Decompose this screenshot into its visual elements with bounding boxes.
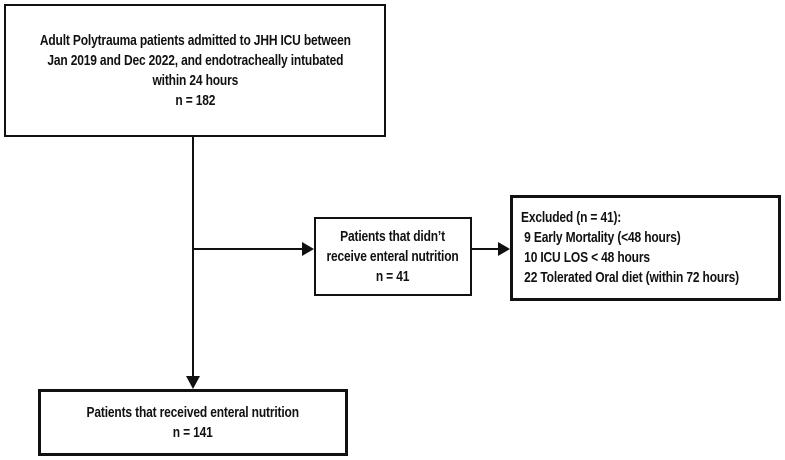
flow-text-line: n = 41 — [376, 267, 410, 285]
box-received-enteral-nutrition: Patients that received enteral nutrition… — [38, 389, 348, 456]
box-admitted-patients-text: Adult Polytrauma patients admitted to JH… — [40, 31, 351, 111]
box-no-enteral-nutrition-text: Patients that didn’t receive enteral nut… — [327, 227, 459, 287]
flow-text-line: receive enteral nutrition — [326, 247, 460, 265]
flow-text-line: Jan 2019 and Dec 2022, and endotracheall… — [47, 51, 343, 69]
arrowhead-right-excluded — [498, 242, 510, 256]
flow-text-line: Patients that received enteral nutrition — [86, 403, 300, 421]
flow-text-line: n = 182 — [175, 91, 215, 109]
flow-text-line: n = 141 — [173, 423, 213, 441]
box-no-enteral-nutrition: Patients that didn’t receive enteral nut… — [314, 217, 472, 296]
box-excluded-reasons: Excluded (n = 41): 9 Early Mortality (<4… — [510, 195, 781, 301]
flow-text-line: Patients that didn’t — [340, 227, 446, 245]
connector-vertical-stem — [192, 137, 194, 377]
flow-text-line: 9 Early Mortality (<48 hours) — [521, 229, 681, 246]
arrowhead-right-branch — [302, 242, 314, 256]
box-excluded-reasons-text: Excluded (n = 41): 9 Early Mortality (<4… — [521, 208, 739, 288]
flow-text-line: 10 ICU LOS < 48 hours — [521, 249, 650, 266]
box-admitted-patients: Adult Polytrauma patients admitted to JH… — [4, 4, 386, 137]
flow-text-line: Excluded (n = 41): — [521, 209, 622, 226]
flow-text-line: 22 Tolerated Oral diet (within 72 hours) — [521, 269, 739, 286]
flow-text-line: Adult Polytrauma patients admitted to JH… — [39, 31, 351, 49]
arrowhead-down — [186, 376, 200, 389]
connector-branch-to-no-en-box — [193, 248, 303, 250]
box-received-enteral-nutrition-text: Patients that received enteral nutrition… — [87, 403, 299, 443]
connector-to-excluded-box — [472, 248, 499, 250]
flow-text-line: within 24 hours — [152, 71, 238, 89]
